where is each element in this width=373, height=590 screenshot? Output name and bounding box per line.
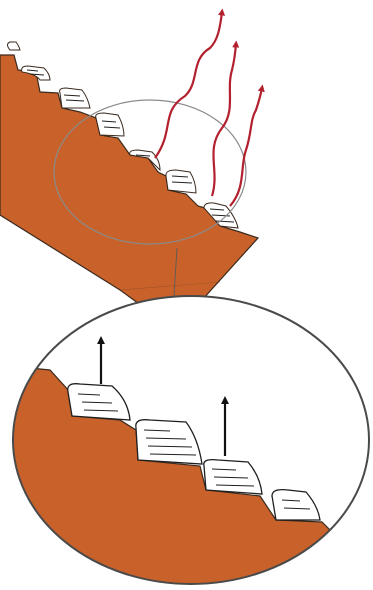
heat-arrow-2	[210, 40, 240, 197]
water-pocket-detail-1	[67, 383, 131, 421]
rock-slab-body	[0, 54, 260, 331]
water-pocket-upper-3	[59, 87, 91, 109]
water-pocket-upper-5	[129, 149, 161, 172]
water-pocket-upper-7	[203, 202, 239, 229]
water-pocket-detail-3	[203, 458, 263, 495]
water-pocket-detail-2	[135, 419, 203, 465]
upward-arrows	[97, 336, 229, 456]
rock-slab	[0, 41, 260, 331]
water-pocket-upper-1	[7, 41, 21, 51]
water-pocket-upper-4	[95, 112, 125, 137]
slab-crosscut-line	[119, 281, 221, 291]
heat-arrow-3	[229, 84, 265, 207]
water-pocket-detail-4	[271, 488, 321, 521]
heat-arrows	[154, 8, 265, 207]
zoom-region-circle	[53, 99, 247, 245]
heat-arrow-1	[154, 8, 226, 159]
water-pocket-upper-2	[21, 65, 51, 81]
water-pocket-upper-6	[165, 169, 197, 194]
magnifier	[12, 295, 370, 585]
magnifier-outline	[12, 295, 370, 585]
